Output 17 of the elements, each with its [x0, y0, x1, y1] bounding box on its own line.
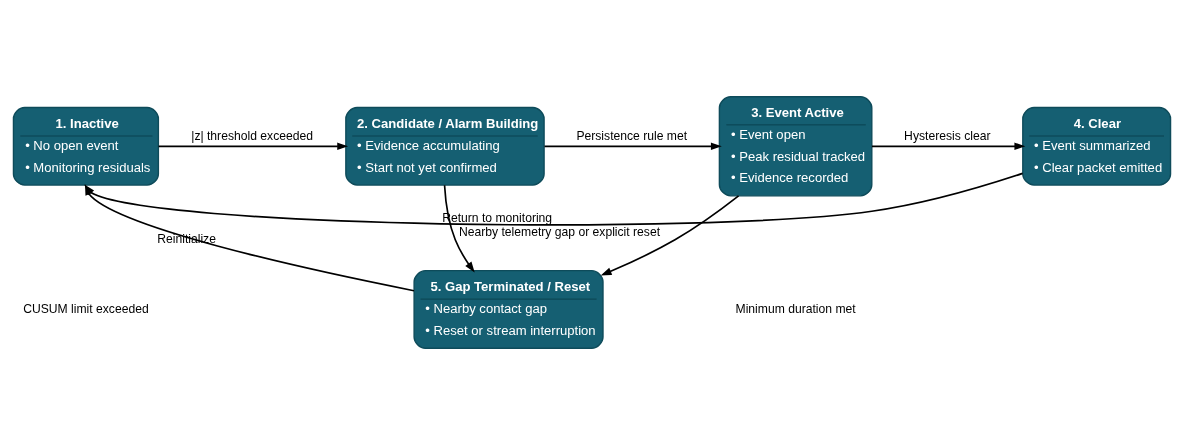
edge-label: Nearby telemetry gap or explicit reset [458, 225, 661, 240]
node-box: 2. Candidate / Alarm Building • Evidence accumulating • Start not yet confirmed [345, 106, 545, 186]
node-box: 3. Event Active • Event open • Peak residual tracked • Evidence recorded [718, 96, 873, 197]
edge-label: Hysteresis clear [904, 129, 991, 144]
label: Minimum duration met [735, 301, 856, 316]
arrow [84, 172, 1024, 226]
node-box: 1. Inactive • No open event • Monitoring residuals [12, 106, 160, 186]
arrow [543, 142, 722, 151]
edge-label: |z| threshold exceeded [191, 129, 313, 144]
edge-label: Persistence rule met [576, 129, 688, 144]
arrow [157, 142, 349, 151]
arrow [600, 195, 740, 276]
node-box: 4. Clear • Event summarized • Clear packet emitted [1022, 106, 1172, 186]
node-box: 5. Gap Terminated / Reset • Nearby contact gap • Reset or stream interruption [413, 269, 604, 349]
arrow [84, 184, 415, 292]
label: CUSUM limit exceeded [23, 301, 149, 316]
arrow [871, 142, 1026, 151]
